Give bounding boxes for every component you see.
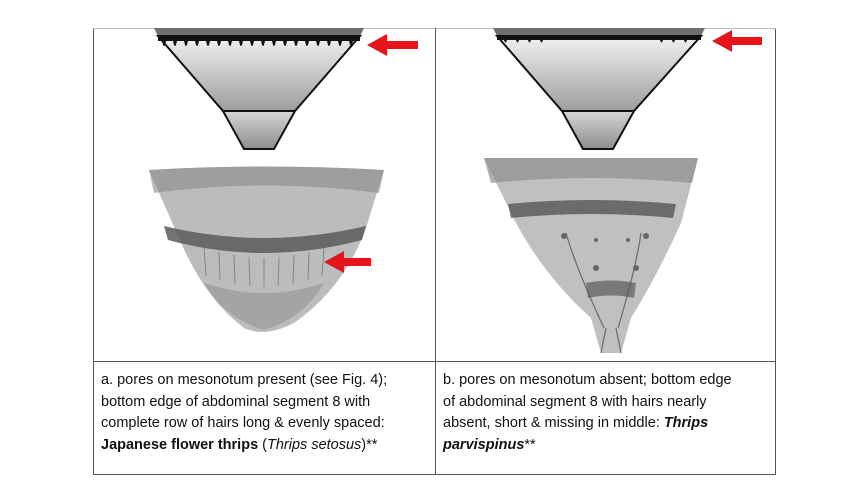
caption-a-line2: bottom edge of abdominal segment 8 with — [101, 393, 371, 410]
panel-a-svg — [149, 28, 418, 332]
caption-b-line4: parvispinus** — [443, 435, 773, 457]
table-border-right — [775, 28, 776, 475]
common-name: Japanese flower thrips — [101, 436, 259, 453]
caption-a-line3: complete row of hairs long & evenly spac… — [101, 415, 385, 431]
table-border-top — [93, 28, 776, 29]
table-border-middle — [435, 28, 436, 475]
caption-a: a. pores on mesonotum present (see Fig. … — [101, 370, 431, 456]
table-border-left — [93, 28, 94, 475]
table-border-bottom — [93, 474, 776, 475]
caption-b-suffix: ** — [524, 436, 536, 453]
caption-a-line4: Japanese flower thrips (Thrips setosus)*… — [101, 435, 431, 457]
red-arrow-icon — [367, 34, 418, 56]
abdominal-segment-9 — [560, 110, 636, 150]
abdominal-segment-9 — [221, 110, 297, 150]
panel-b-svg — [484, 28, 762, 354]
species-name: Thrips setosus — [267, 436, 362, 453]
hair-comb-complete — [158, 36, 360, 46]
panel-b-figure — [436, 28, 776, 362]
segment-top-band — [154, 28, 364, 36]
thrips-abdomen-photo-b — [484, 158, 698, 354]
genus-name: Thrips — [663, 415, 709, 431]
caption-b-line2: of abdominal segment 8 with hairs nearly — [443, 393, 707, 410]
caption-b-line3: absent, short & missing in middle: Thrip… — [443, 413, 773, 435]
species-epithet: parvispinus — [443, 436, 525, 453]
red-arrow-icon — [712, 30, 762, 52]
caption-a-line1: a. pores on mesonotum present (see Fig. … — [101, 372, 388, 388]
caption-b: b. pores on mesonotum absent; bottom edg… — [443, 370, 773, 456]
paren-open: ( — [258, 436, 267, 453]
caption-b-line1: b. pores on mesonotum absent; bottom edg… — [443, 372, 732, 388]
paren-close: )** — [361, 436, 378, 453]
thrips-abdomen-photo-a — [149, 166, 384, 332]
panel-a-figure — [94, 28, 435, 362]
hair-comb-sparse — [497, 36, 701, 43]
red-arrow-icon — [324, 251, 371, 273]
table-divider-horizontal — [93, 361, 776, 362]
caption-b-line3-prefix: absent, short & missing in middle: — [443, 415, 664, 431]
abdominal-segment-8 — [494, 35, 704, 112]
segment-top-band — [493, 28, 705, 36]
